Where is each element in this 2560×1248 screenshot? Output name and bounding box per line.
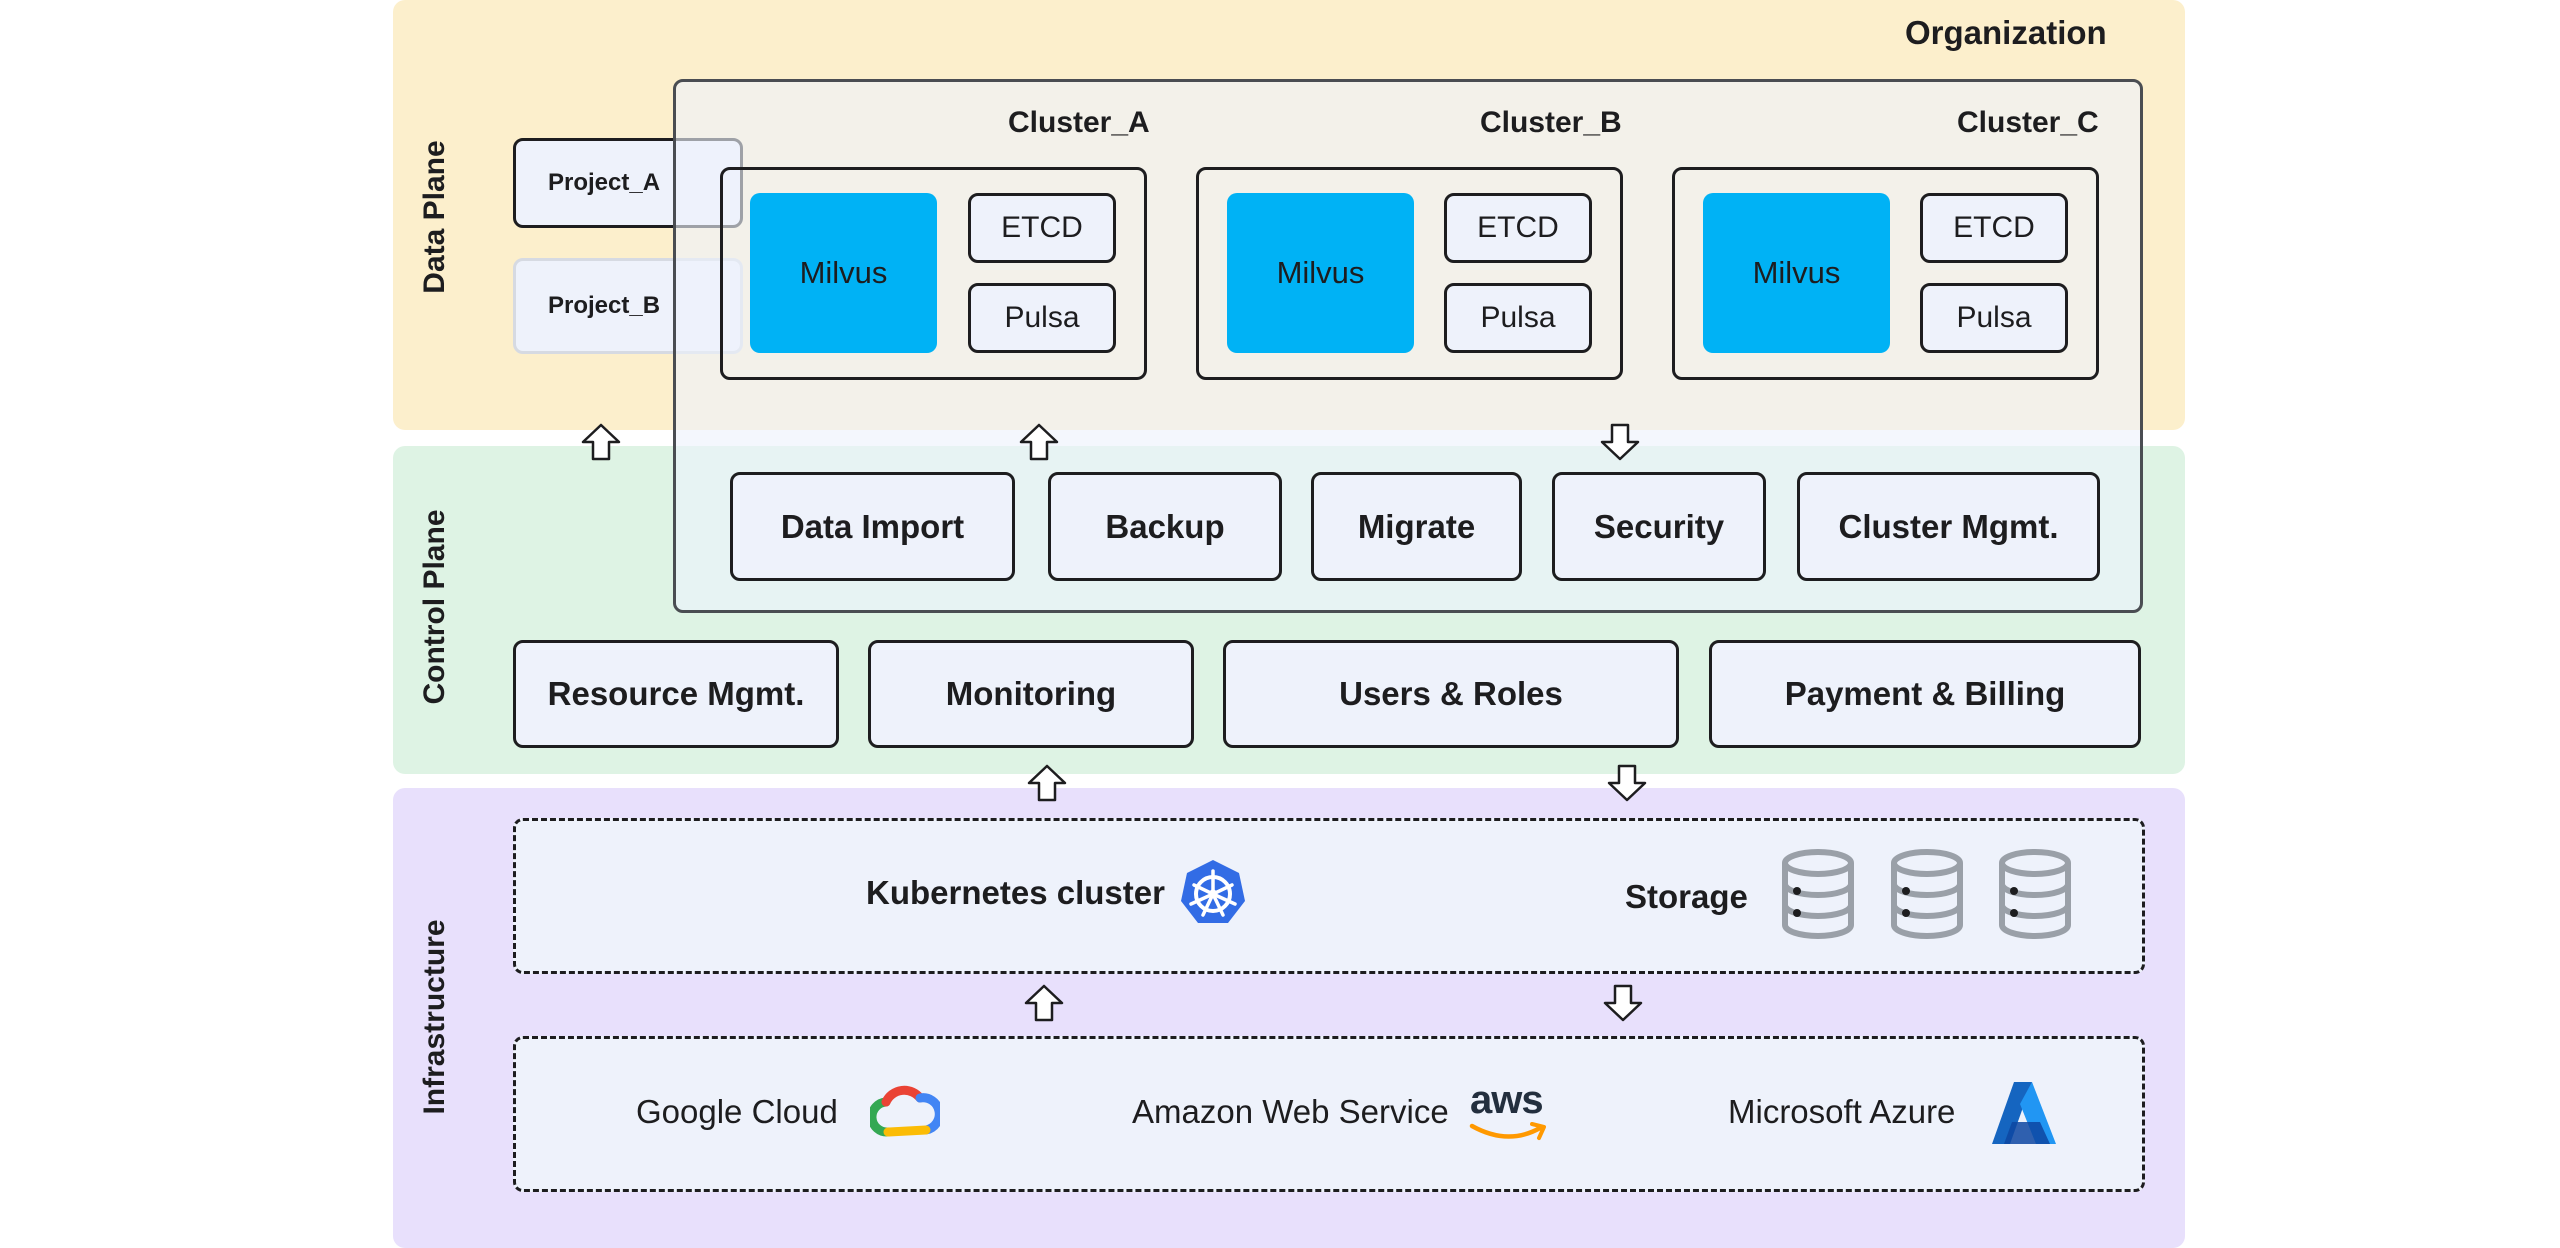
down-arrow-icon <box>1607 764 1647 802</box>
up-arrow-icon <box>1024 984 1064 1022</box>
up-arrow-icon <box>1027 764 1067 802</box>
infra-compute-storage-box <box>513 818 2145 974</box>
security-button[interactable]: Security <box>1552 472 1766 581</box>
cluster-c-title: Cluster_C <box>1957 106 2099 139</box>
organization-title: Organization <box>1905 14 2107 51</box>
data-plane-label: Data Plane <box>418 140 451 294</box>
monitoring-button[interactable]: Monitoring <box>868 640 1194 748</box>
kubernetes-icon <box>1181 860 1245 923</box>
azure-icon <box>1992 1082 2056 1144</box>
control-plane-label: Control Plane <box>418 509 451 705</box>
payment-billing-button[interactable]: Payment & Billing <box>1709 640 2141 748</box>
aws-icon: aws <box>1466 1078 1552 1146</box>
down-arrow-icon <box>1600 423 1640 461</box>
cluster-b-etcd[interactable]: ETCD <box>1444 193 1592 263</box>
cluster-c-etcd[interactable]: ETCD <box>1920 193 2068 263</box>
kubernetes-label: Kubernetes cluster <box>866 874 1165 911</box>
aws-label: Amazon Web Service <box>1132 1093 1449 1130</box>
cluster-b-title: Cluster_B <box>1480 106 1622 139</box>
backup-button[interactable]: Backup <box>1048 472 1282 581</box>
cluster-c-pulsar[interactable]: Pulsa <box>1920 283 2068 353</box>
cluster-a-milvus[interactable]: Milvus <box>750 193 937 353</box>
storage-label: Storage <box>1625 878 1748 915</box>
google-cloud-icon <box>870 1085 940 1137</box>
resource-mgmt-button[interactable]: Resource Mgmt. <box>513 640 839 748</box>
project-a-label: Project_A <box>548 169 661 196</box>
google-cloud-label: Google Cloud <box>636 1093 838 1130</box>
cluster-a-frame[interactable] <box>720 167 1147 380</box>
cluster-b-pulsar[interactable]: Pulsa <box>1444 283 1592 353</box>
cluster-b-frame[interactable] <box>1196 167 1623 380</box>
down-arrow-icon <box>1603 984 1643 1022</box>
azure-label: Microsoft Azure <box>1728 1093 1956 1130</box>
up-arrow-icon <box>1019 423 1059 461</box>
database-icon <box>1999 849 2071 939</box>
cluster-mgmt-button[interactable]: Cluster Mgmt. <box>1797 472 2100 581</box>
cluster-c-frame[interactable] <box>1672 167 2099 380</box>
up-arrow-icon <box>581 423 621 461</box>
project-b-label: Project_B <box>548 292 661 319</box>
aws-logo-text: aws <box>1470 1078 1544 1122</box>
infrastructure-label: Infrastructure <box>418 919 451 1115</box>
database-icon <box>1782 849 1854 939</box>
database-icon <box>1891 849 1963 939</box>
migrate-button[interactable]: Migrate <box>1311 472 1522 581</box>
cluster-c-milvus[interactable]: Milvus <box>1703 193 1890 353</box>
cluster-a-etcd[interactable]: ETCD <box>968 193 1116 263</box>
users-roles-button[interactable]: Users & Roles <box>1223 640 1679 748</box>
cluster-a-pulsar[interactable]: Pulsa <box>968 283 1116 353</box>
cluster-b-milvus[interactable]: Milvus <box>1227 193 1414 353</box>
data-import-button[interactable]: Data Import <box>730 472 1015 581</box>
cloud-providers-box <box>513 1036 2145 1192</box>
cluster-a-title: Cluster_A <box>1008 106 1150 139</box>
